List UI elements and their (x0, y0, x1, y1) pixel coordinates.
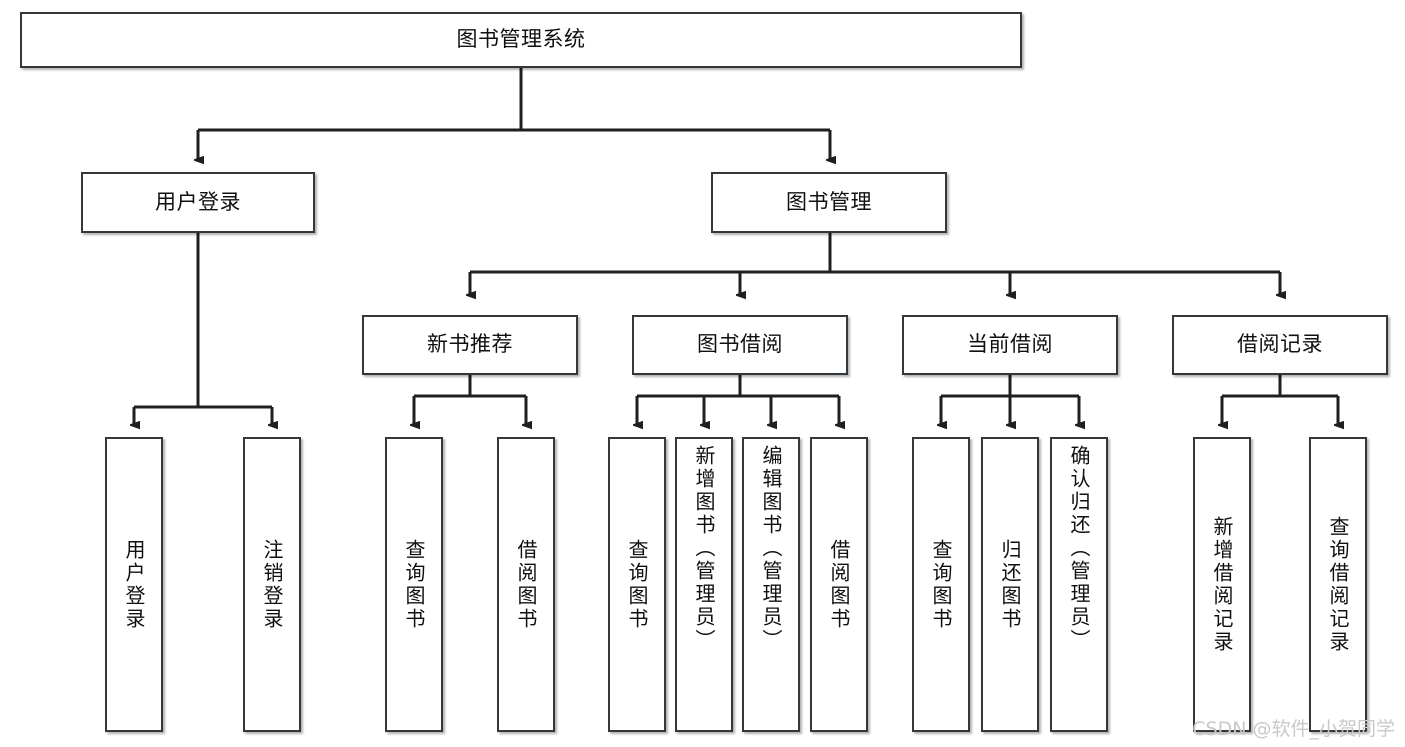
leaf-edit-book-admin[interactable]: 编辑图书（管理员） (742, 437, 800, 732)
node-current-borrow-label: 当前借阅 (967, 332, 1053, 357)
leaf-user-login-label: 用户登录 (122, 538, 146, 631)
leaf-borrow-book-new-label: 借阅图书 (514, 538, 538, 631)
leaf-add-book-admin[interactable]: 新增图书（管理员） (675, 437, 733, 732)
node-root[interactable]: 图书管理系统 (20, 12, 1022, 68)
leaf-edit-book-admin-label: 编辑图书（管理员） (759, 445, 783, 652)
leaf-confirm-return-admin-label: 确认归还（管理员） (1067, 445, 1091, 652)
node-current-borrow[interactable]: 当前借阅 (902, 315, 1118, 375)
node-user-login-label: 用户登录 (155, 189, 241, 214)
leaf-query-borrow-record[interactable]: 查询借阅记录 (1309, 437, 1367, 732)
node-root-label: 图书管理系统 (456, 27, 586, 52)
leaf-borrow-book-label: 借阅图书 (827, 538, 851, 631)
watermark-text: CSDN @软件_小贺同学 (1192, 718, 1395, 740)
leaf-add-borrow-record[interactable]: 新增借阅记录 (1193, 437, 1251, 732)
node-book-borrow-label: 图书借阅 (697, 332, 783, 357)
node-borrow-records[interactable]: 借阅记录 (1172, 315, 1388, 375)
leaf-query-book-borrow-label: 查询图书 (625, 538, 649, 631)
node-new-book-recommend-label: 新书推荐 (427, 332, 513, 357)
leaf-add-borrow-record-label: 新增借阅记录 (1210, 515, 1234, 654)
node-new-book-recommend[interactable]: 新书推荐 (362, 315, 578, 375)
leaf-query-book-new[interactable]: 查询图书 (385, 437, 443, 732)
leaf-add-book-admin-label: 新增图书（管理员） (692, 445, 716, 652)
leaf-user-login[interactable]: 用户登录 (105, 437, 163, 732)
node-borrow-records-label: 借阅记录 (1237, 332, 1323, 357)
node-book-management-label: 图书管理 (786, 189, 872, 214)
leaf-query-book-new-label: 查询图书 (402, 538, 426, 631)
leaf-query-book-current[interactable]: 查询图书 (912, 437, 970, 732)
node-book-borrow[interactable]: 图书借阅 (632, 315, 848, 375)
leaf-borrow-book[interactable]: 借阅图书 (810, 437, 868, 732)
leaf-query-borrow-record-label: 查询借阅记录 (1326, 515, 1350, 654)
leaf-query-book-current-label: 查询图书 (929, 538, 953, 631)
leaf-return-book[interactable]: 归还图书 (981, 437, 1039, 732)
leaf-return-book-label: 归还图书 (998, 538, 1022, 631)
leaf-logout[interactable]: 注销登录 (243, 437, 301, 732)
leaf-query-book-borrow[interactable]: 查询图书 (608, 437, 666, 732)
leaf-logout-label: 注销登录 (260, 538, 284, 631)
leaf-borrow-book-new[interactable]: 借阅图书 (497, 437, 555, 732)
node-user-login[interactable]: 用户登录 (81, 172, 315, 233)
node-book-management[interactable]: 图书管理 (711, 172, 947, 233)
leaf-confirm-return-admin[interactable]: 确认归还（管理员） (1050, 437, 1108, 732)
